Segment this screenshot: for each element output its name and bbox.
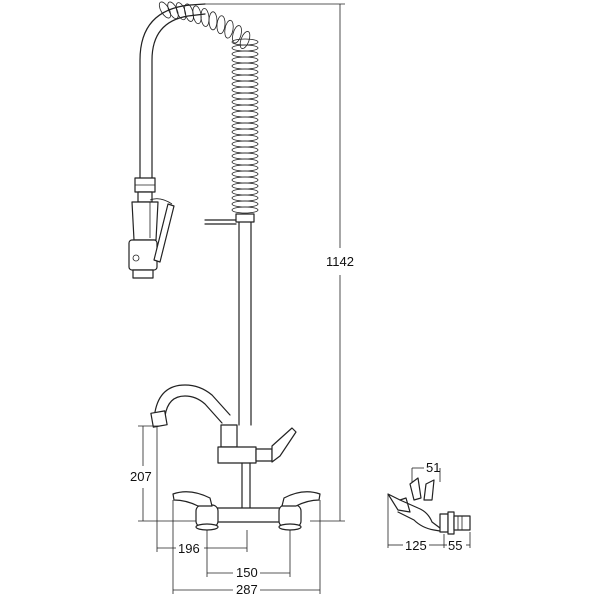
spring-coil-loop <box>231 74 259 82</box>
spring-coil-loop <box>231 128 259 136</box>
dim-spout-reach: 196 <box>178 541 200 556</box>
wall-bracket <box>172 491 321 531</box>
mixer-body <box>217 424 297 509</box>
spring-coil-loop <box>231 56 259 64</box>
spring-coil-loop <box>231 200 259 208</box>
riser-clip <box>235 213 255 223</box>
spring-coil-loop <box>231 86 259 94</box>
gooseneck-outer <box>151 13 206 183</box>
spring-coil-loop <box>231 38 259 46</box>
dimension-labels: 1142 207 196 150 287 125 55 51 <box>130 254 462 597</box>
dim-side-handle: 51 <box>426 460 440 475</box>
spring-coil-loop <box>231 164 259 172</box>
spring-coil-loop <box>231 152 259 160</box>
spring-coil-loop <box>231 50 259 58</box>
spring-coil-loop <box>200 8 210 27</box>
spring-coil-loop <box>231 62 259 70</box>
spring-coil-loop <box>231 206 259 214</box>
spring-coil-loop <box>231 194 259 202</box>
side-view <box>387 477 471 535</box>
spring-coil-loop <box>158 1 172 19</box>
spring-coil-loop <box>224 19 234 39</box>
spring-coil-loop <box>231 146 259 154</box>
spring-coil-loop <box>231 188 259 196</box>
front-view <box>128 1 321 531</box>
dim-overall-width: 287 <box>236 582 258 597</box>
gooseneck-inner <box>139 3 206 183</box>
spring-coil-loop <box>216 15 226 35</box>
spring-coil-loop <box>231 176 259 184</box>
spring-coil-loop <box>231 80 259 88</box>
spring-coil-loop <box>231 182 259 190</box>
spring-coil <box>158 1 259 214</box>
dimension-lines <box>138 3 471 594</box>
spring-coil-loop <box>239 31 251 49</box>
spring-coil-loop <box>231 44 259 52</box>
spring-coil-loop <box>231 104 259 112</box>
dim-spout-height: 207 <box>130 469 152 484</box>
spring-coil-loop <box>231 68 259 76</box>
spring-coil-loop <box>231 140 259 148</box>
spring-coil-loop <box>231 170 259 178</box>
spring-coil-loop <box>231 98 259 106</box>
dim-inlet-centres: 150 <box>236 565 258 580</box>
swing-spout <box>150 384 231 428</box>
spring-coil-loop <box>231 116 259 124</box>
spray-head <box>128 177 175 279</box>
spring-coil-loop <box>208 11 218 31</box>
spring-coil-loop <box>231 122 259 130</box>
spring-coil-loop <box>231 134 259 142</box>
spring-coil-loop <box>231 110 259 118</box>
spring-coil-loop <box>232 25 242 44</box>
spring-coil-loop <box>231 92 259 100</box>
dim-side-wall-offset: 55 <box>448 538 462 553</box>
spring-coil-loop <box>231 158 259 166</box>
dim-side-depth: 125 <box>405 538 427 553</box>
dim-total-height: 1142 <box>326 254 354 269</box>
